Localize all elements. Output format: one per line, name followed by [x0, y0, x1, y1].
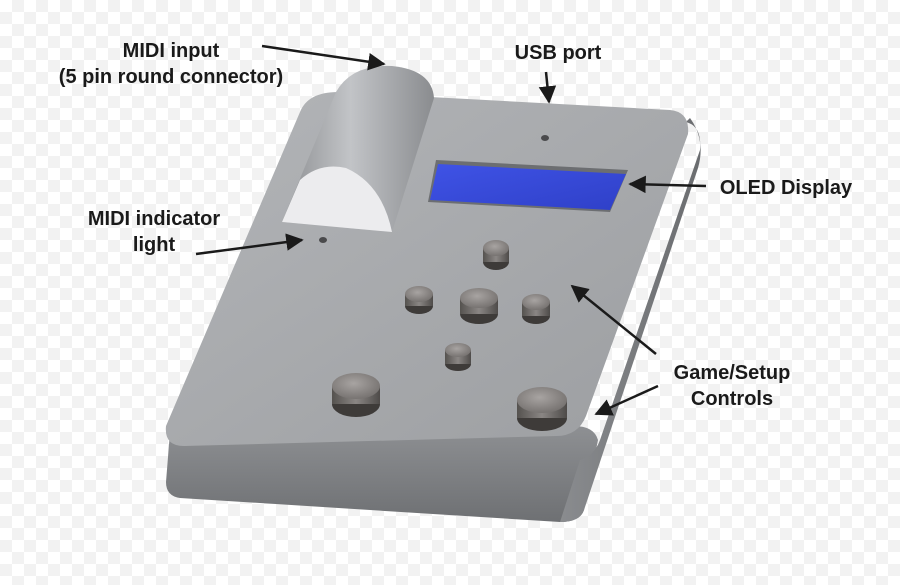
device-top-surface: [165, 92, 689, 446]
callout-arrows: [195, 44, 707, 416]
label-midi-indicator-line1: MIDI indicator: [87, 208, 221, 230]
arrow-midi-input: [261, 44, 386, 71]
control-buttons: [332, 240, 567, 431]
label-midi-input: MIDI input (5 pin round connector): [48, 38, 294, 90]
midi-connector: [282, 65, 434, 232]
arrow-controls-upper: [570, 284, 657, 355]
knob-right: [517, 387, 567, 431]
label-usb-port-line1: USB port: [514, 42, 602, 64]
knob-left: [332, 373, 380, 417]
label-controls: Game/Setup Controls: [658, 360, 806, 412]
arrow-midi-indicator: [195, 233, 304, 256]
midi-indicator-light: [319, 237, 327, 243]
button-right: [522, 294, 550, 324]
button-center: [460, 288, 498, 324]
label-midi-input-line2: (5 pin round connector): [58, 66, 284, 88]
device-right-side: [560, 118, 701, 522]
device-body: [165, 92, 701, 522]
button-down: [445, 343, 471, 371]
midi-connector-face: [282, 166, 392, 232]
label-controls-line1: Game/Setup: [673, 362, 791, 384]
oled-screen: [430, 164, 626, 210]
label-midi-input-line1: MIDI input: [122, 40, 220, 62]
label-oled-display: OLED Display: [706, 175, 866, 201]
arrow-oled-display: [628, 175, 707, 194]
oled-display: [428, 160, 628, 212]
button-left: [405, 286, 433, 314]
label-midi-indicator: MIDI indicator light: [70, 206, 238, 258]
label-oled-display-line1: OLED Display: [719, 177, 853, 199]
arrow-usb-port: [538, 71, 557, 104]
usb-port-hole: [541, 135, 549, 141]
device-front-side: [166, 426, 598, 522]
label-usb-port: USB port: [498, 40, 618, 66]
button-up: [483, 240, 509, 270]
label-controls-line2: Controls: [690, 388, 774, 410]
label-midi-indicator-line2: light: [132, 234, 176, 256]
arrow-controls-lower: [594, 384, 659, 416]
